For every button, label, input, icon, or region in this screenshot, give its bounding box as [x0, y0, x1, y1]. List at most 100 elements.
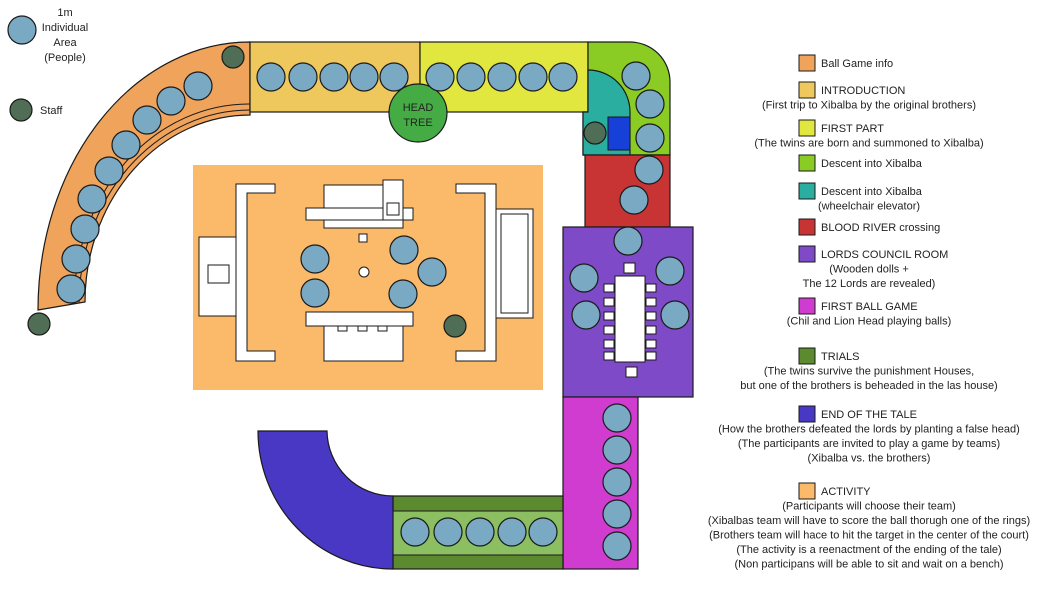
- legend-title: INTRODUCTION: [821, 85, 905, 97]
- activity-court: [198, 179, 534, 362]
- legend-item-descent-elevator: Descent into Xibalba(wheelchair elevator…: [798, 182, 923, 213]
- council-chair: [645, 283, 657, 293]
- people-descent: [621, 61, 665, 153]
- person-circle: [77, 184, 107, 214]
- people-lords-council: [569, 226, 690, 330]
- person-circle: [433, 517, 463, 547]
- legend-title: BLOOD RIVER crossing: [821, 222, 940, 234]
- legend-item-introduction: INTRODUCTION (First trip to Xibalba by th…: [762, 81, 976, 112]
- person-circle: [61, 244, 91, 274]
- person-circle: [528, 517, 558, 547]
- legend-title: LORDS COUNCIL ROOM: [821, 249, 948, 261]
- bench-slot: [377, 325, 388, 332]
- legend-description: (The activity is a reenactment of the en…: [736, 544, 1001, 556]
- head-tree-label-2: TREE: [403, 117, 432, 129]
- zone-ball-game-info: [37, 41, 251, 311]
- staff-circle: [443, 314, 467, 338]
- legend-item-first-part: FIRST PART (The twins are born and summon…: [754, 119, 984, 150]
- legend-description: (The participants are invited to play a …: [738, 438, 1000, 450]
- legend-title: ACTIVITY: [821, 486, 871, 498]
- council-table: [603, 262, 657, 378]
- person-circle: [569, 263, 599, 293]
- person-key-label-3: Area: [53, 37, 77, 49]
- legend-description: (How the brothers defeated the lords by …: [718, 424, 1019, 436]
- center-target: [358, 266, 370, 278]
- legend-item-activity: ACTIVITY(Participants will choose their …: [708, 482, 1030, 571]
- legend-description: (First trip to Xibalba by the original b…: [762, 100, 976, 112]
- people-activity: [300, 235, 447, 309]
- legend-swatch: [798, 154, 816, 172]
- council-chair: [625, 366, 638, 378]
- person-circle: [635, 89, 665, 119]
- staff-key-icon: [9, 98, 33, 122]
- legend-description: (Non participans will be able to sit and…: [734, 559, 1003, 571]
- person-circle: [319, 62, 349, 92]
- people-blood-river: [619, 155, 664, 215]
- legend-item-ball-game-info: Ball Game info: [798, 54, 893, 72]
- bench-right-inner: [500, 213, 529, 314]
- person-circle: [602, 531, 632, 561]
- people-ball-game-info: [56, 71, 213, 304]
- head-tree-label-1: HEAD: [403, 102, 434, 114]
- person-circle: [425, 62, 455, 92]
- council-chair: [603, 351, 615, 361]
- legend-item-end-of-tale: END OF THE TALE (How the brothers defeate…: [718, 405, 1020, 465]
- legend-title: END OF THE TALE: [821, 409, 917, 421]
- person-key-label-4: (People): [44, 52, 86, 64]
- legend-title: FIRST PART: [821, 123, 884, 135]
- legend-swatch: [798, 482, 816, 500]
- council-chair: [623, 262, 636, 274]
- legend-item-trials: TRIALS (The twins survive the punishment …: [740, 347, 998, 392]
- person-circle: [400, 517, 430, 547]
- legend-description: but one of the brothers is beheaded in t…: [740, 380, 997, 392]
- person-circle: [635, 123, 665, 153]
- staff-circle: [583, 121, 607, 145]
- person-circle: [619, 185, 649, 215]
- person-circle: [183, 71, 213, 101]
- person-circle: [111, 130, 141, 160]
- legend-title: Descent into Xibalba: [821, 158, 923, 170]
- person-circle: [388, 279, 418, 309]
- person-circle: [300, 244, 330, 274]
- person-circle: [132, 105, 162, 135]
- zone-end-of-tale: [257, 430, 394, 570]
- legend-description: (Xibalba vs. the brothers): [808, 453, 931, 465]
- person-circle: [613, 226, 643, 256]
- legend-description: (Wooden dolls +: [829, 264, 909, 276]
- person-circle: [70, 214, 100, 244]
- council-chair: [645, 351, 657, 361]
- council-chair: [603, 283, 615, 293]
- people-trials: [400, 517, 558, 547]
- legend-description: (The twins are born and summoned to Xiba…: [754, 138, 983, 150]
- head-tree: HEAD TREE: [388, 83, 448, 143]
- court-bracket-left: [235, 183, 276, 362]
- bottom-bench: [305, 311, 414, 327]
- key-staff: Staff: [9, 98, 63, 122]
- person-circle: [602, 435, 632, 465]
- legend-description: (Xibalbas team will have to score the ba…: [708, 515, 1030, 527]
- key-person: 1m Individual Area (People): [7, 7, 88, 64]
- legend-item-blood-river: BLOOD RIVER crossing: [798, 218, 940, 236]
- legend-title: TRIALS: [821, 351, 860, 363]
- person-key-label-1: 1m: [57, 7, 72, 19]
- person-circle: [621, 61, 651, 91]
- legend-description: (Chil and Lion Head playing balls): [787, 316, 951, 328]
- council-chair: [603, 339, 615, 349]
- legend-item-lords-council: LORDS COUNCIL ROOM (Wooden dolls + The 12 …: [798, 245, 948, 290]
- person-circle: [518, 62, 548, 92]
- people-first-part: [425, 62, 578, 92]
- head-tree-icon: [388, 83, 448, 143]
- council-chair: [603, 325, 615, 335]
- legend-description: (Brothers team will hace to hit the targ…: [709, 530, 1029, 542]
- staff-circle: [221, 45, 245, 69]
- person-circle: [349, 62, 379, 92]
- staff-markers: [27, 45, 607, 338]
- person-circle: [94, 156, 124, 186]
- person-circle: [156, 86, 186, 116]
- legend-description: The 12 Lords are revealed): [803, 278, 936, 290]
- legend-description: (wheelchair elevator): [818, 201, 920, 213]
- legend-description: (The twins survive the punishment Houses…: [764, 366, 974, 378]
- person-circle: [288, 62, 318, 92]
